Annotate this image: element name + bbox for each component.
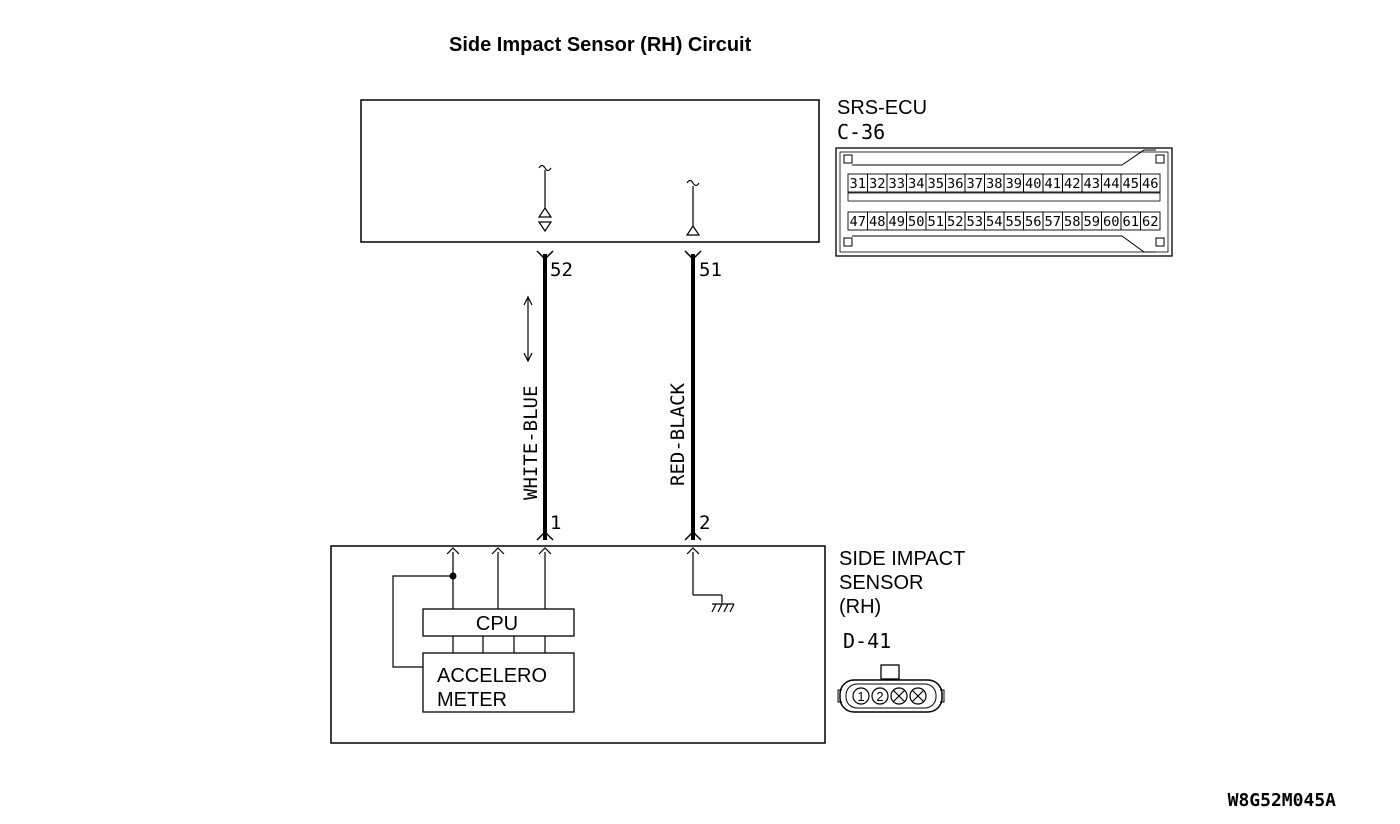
ecu-connector-label: C-36 — [837, 120, 885, 144]
ecu-pin-bottom-label: 53 — [967, 214, 984, 230]
sensor-internal-wiring — [392, 547, 723, 668]
accelerometer-block — [422, 652, 575, 713]
cpu-label: CPU — [476, 613, 518, 635]
ecu-pin-bottom-label: 58 — [1064, 214, 1081, 230]
ecu-pin-bottom-cell — [1140, 211, 1161, 231]
ecu-pin-bottom-label: 47 — [850, 214, 867, 230]
ecu-pin-bottom-label: 61 — [1123, 214, 1140, 230]
ecu-pin-top-label: 31 — [850, 176, 867, 192]
ecu-pin-top-label: 38 — [986, 176, 1003, 192]
wire-ecu-pin-51: 51 — [699, 259, 722, 281]
ecu-pin-bottom-label: 49 — [889, 214, 906, 230]
ecu-pin-top-label: 36 — [947, 176, 964, 192]
ecu-pin-bottom-label: 62 — [1142, 214, 1159, 230]
sensor-name-line1: SIDE IMPACT — [839, 548, 965, 570]
accelerometer-label-line1: ACCELERO — [437, 665, 547, 687]
wire-color-white-blue: WHITE-BLUE — [520, 386, 542, 500]
bidirectional-arrow-icon — [523, 295, 533, 363]
ecu-pin-top-label: 42 — [1064, 176, 1081, 192]
ecu-box — [360, 99, 820, 243]
ecu-pin-bottom-label: 60 — [1103, 214, 1120, 230]
ecu-pin-top-label: 34 — [908, 176, 925, 192]
ecu-pin-top-label: 45 — [1123, 176, 1140, 192]
cpu-block — [422, 608, 575, 637]
ecu-pin-top-label: 33 — [889, 176, 906, 192]
sensor-name-line3: (RH) — [839, 596, 881, 618]
wire-ecu-pin-52: 52 — [550, 259, 573, 281]
ground-icon — [711, 603, 735, 613]
ecu-pin-top-cell — [1140, 173, 1161, 193]
ecu-terminal-51-symbol — [685, 179, 701, 236]
accelerometer-label-line2: METER — [437, 689, 507, 711]
wire-sensor-pin-1: 1 — [550, 512, 561, 534]
ecu-pin-top-label: 46 — [1142, 176, 1159, 192]
ecu-pin-bottom-label: 54 — [986, 214, 1003, 230]
wire-red-black — [684, 250, 702, 541]
sensor-connector-d41 — [837, 664, 945, 713]
ecu-pin-bottom-label: 56 — [1025, 214, 1042, 230]
ecu-pin-bottom-label: 55 — [1006, 214, 1023, 230]
ecu-pin-bottom-label: 52 — [947, 214, 964, 230]
ecu-pin-top-label: 39 — [1006, 176, 1023, 192]
ecu-pin-top-label: 44 — [1103, 176, 1120, 192]
ecu-pin-top-label: 41 — [1045, 176, 1062, 192]
junction-dot — [449, 572, 457, 580]
wire-sensor-pin-2: 2 — [699, 512, 710, 534]
ecu-pin-top-label: 43 — [1084, 176, 1101, 192]
ecu-pin-bottom-label: 59 — [1084, 214, 1101, 230]
ecu-pin-top-label: 35 — [928, 176, 945, 192]
diagram-title: Side Impact Sensor (RH) Circuit — [449, 34, 752, 56]
ecu-pin-bottom-label: 50 — [908, 214, 925, 230]
sensor-box — [330, 545, 826, 744]
wire-color-red-black: RED-BLACK — [667, 382, 689, 486]
cpu-accelerometer-links — [452, 636, 546, 653]
ecu-pin-bottom-label: 48 — [869, 214, 886, 230]
ecu-terminal-52-symbol — [537, 164, 553, 233]
sensor-connector-pin-2: 2 — [876, 689, 883, 704]
sensor-connector-pin-1: 1 — [857, 689, 864, 704]
ecu-pin-top-label: 40 — [1025, 176, 1042, 192]
sensor-connector-label: D-41 — [843, 629, 891, 653]
ecu-pin-top-label: 37 — [967, 176, 984, 192]
sensor-name-line2: SENSOR — [839, 572, 923, 594]
ecu-pin-top-label: 32 — [869, 176, 886, 192]
ecu-pin-bottom-label: 57 — [1045, 214, 1062, 230]
ecu-pin-bottom-label: 51 — [928, 214, 945, 230]
diagram-code: W8G52M045A — [1228, 790, 1337, 811]
wire-white-blue — [536, 250, 554, 541]
ecu-name: SRS-ECU — [837, 97, 927, 119]
